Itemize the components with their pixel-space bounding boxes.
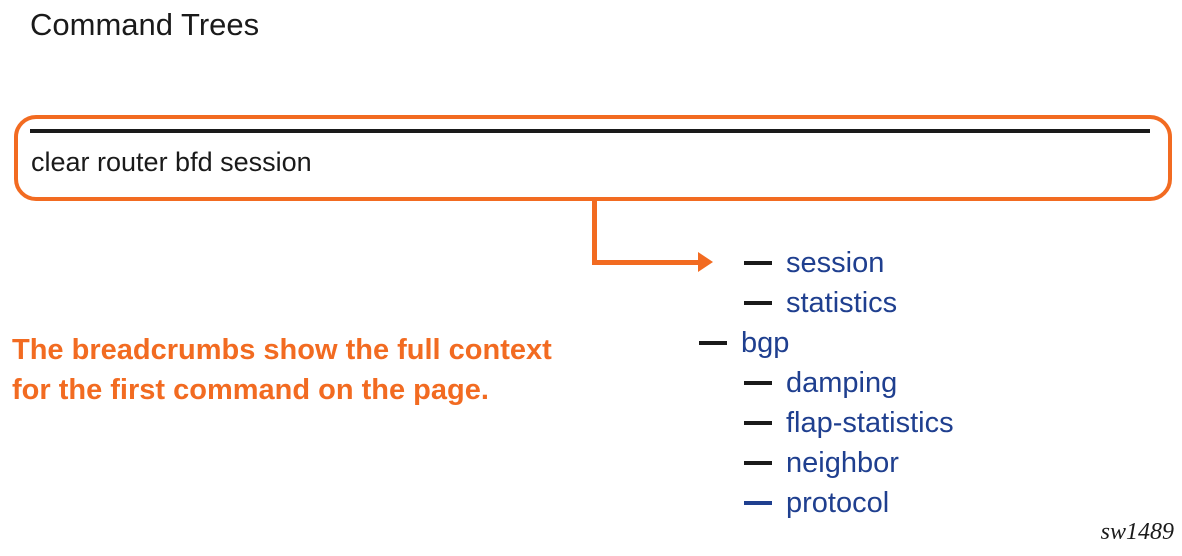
tree-item-label: flap-statistics (786, 406, 954, 439)
dash-connector (699, 341, 727, 345)
tree-item-label: statistics (786, 286, 898, 319)
page-title: Command Trees (30, 7, 260, 42)
dash-connector (744, 381, 772, 385)
connector-arrowhead-icon (698, 252, 713, 272)
dash-connector (744, 501, 772, 505)
connector-arrow-horizontal (592, 260, 698, 265)
caption-line-2: for the first command on the page. (12, 374, 489, 406)
tree-item-protocol: protocol (699, 483, 954, 523)
dash-connector (744, 261, 772, 265)
command-tree: session statistics bgp damping flap-stat… (699, 243, 954, 523)
caption-annotation: The breadcrumbs show the full context fo… (12, 330, 552, 410)
tree-item-flap-statistics: flap-statistics (699, 403, 954, 443)
breadcrumb-command-text: clear router bfd session (31, 147, 312, 177)
caption-line-1: The breadcrumbs show the full context (12, 334, 552, 366)
tree-item-label: protocol (786, 486, 890, 519)
tree-item-damping: damping (699, 363, 954, 403)
breadcrumb-box: clear router bfd session (14, 115, 1172, 201)
tree-item-neighbor: neighbor (699, 443, 954, 483)
connector-arrow-vertical (592, 201, 597, 265)
breadcrumb-top-rule (30, 129, 1150, 133)
tree-item-bgp: bgp (699, 323, 954, 363)
dash-connector (744, 301, 772, 305)
tree-item-label: damping (786, 366, 898, 399)
dash-connector (744, 421, 772, 425)
tree-item-statistics: statistics (699, 283, 954, 323)
tree-item-label: neighbor (786, 446, 899, 479)
figure-id-watermark: sw1489 (1100, 519, 1174, 545)
tree-item-label: bgp (741, 326, 790, 359)
tree-item-session: session (699, 243, 954, 283)
dash-connector (744, 461, 772, 465)
tree-item-label: session (786, 246, 885, 279)
